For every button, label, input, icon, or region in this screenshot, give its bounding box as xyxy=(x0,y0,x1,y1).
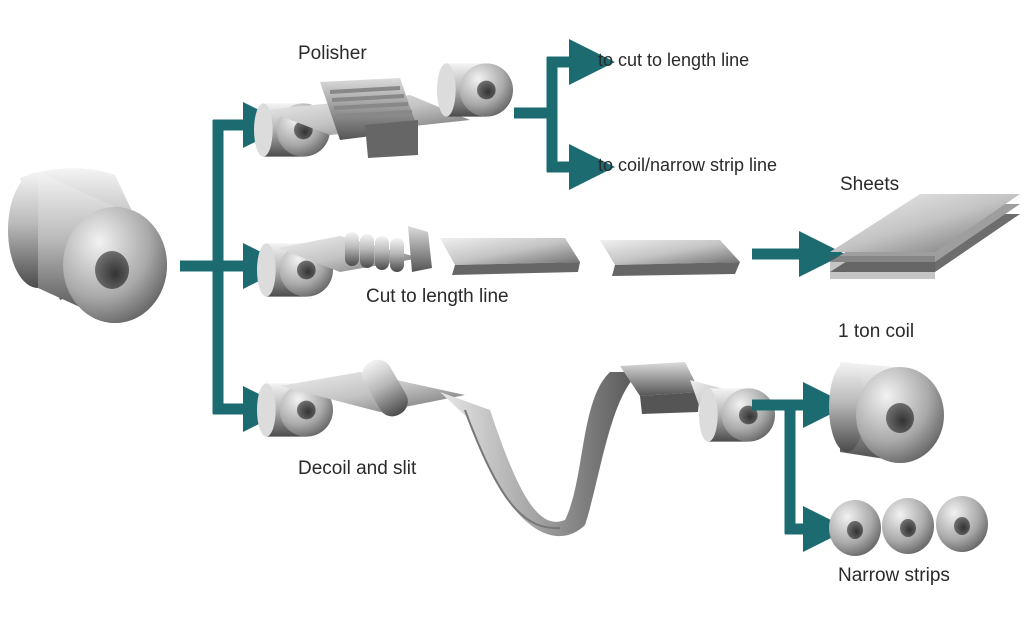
to-cut-line-label: to cut to length line xyxy=(598,50,750,70)
polisher-machine-icon xyxy=(254,63,513,158)
polisher-label: Polisher xyxy=(298,43,367,64)
polisher-output-arrows xyxy=(514,38,615,191)
narrow-strip-coil-icon xyxy=(829,496,988,556)
cut-to-length-machine-icon xyxy=(257,226,740,297)
one-ton-coil-label: 1 ton coil xyxy=(838,321,915,342)
narrow-strips-label: Narrow strips xyxy=(838,565,950,586)
to-coil-line-label: to coil/narrow strip line xyxy=(598,155,778,175)
slit-output-arrows xyxy=(752,381,849,553)
main-branch-arrows xyxy=(180,101,289,433)
slitter-machine-icon xyxy=(257,359,775,537)
decoil-label: Decoil and slit xyxy=(298,458,417,479)
source-coil xyxy=(8,168,167,323)
sheet-stack-icon xyxy=(830,194,1020,279)
one-ton-coil-icon xyxy=(829,362,944,463)
sheets-label: Sheets xyxy=(840,174,900,195)
cut-line-label: Cut to length line xyxy=(366,286,509,307)
